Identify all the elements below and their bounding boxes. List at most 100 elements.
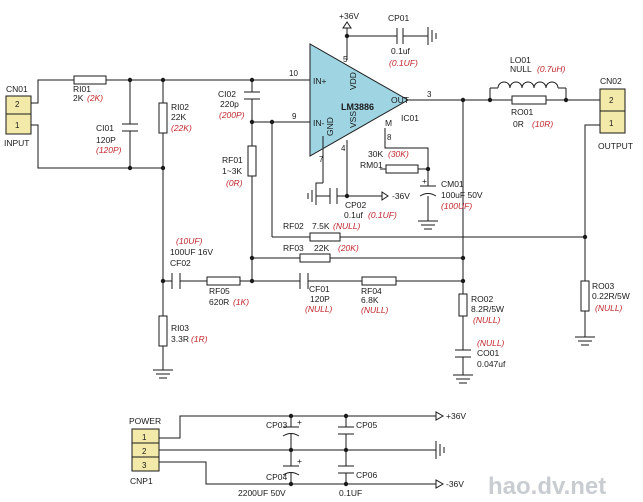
ic-out-label: OUT (391, 95, 409, 105)
cn01-ref: CN01 (6, 84, 28, 94)
rf03-value: 22K (314, 243, 329, 253)
watermark: hao.dv.net (488, 473, 606, 500)
co01-ref: CO01 (477, 348, 499, 358)
rf01-value: 1~3K (222, 166, 242, 176)
ri03-value: 3.3R (171, 334, 189, 344)
ro01-ref: RO01 (511, 107, 533, 117)
cp03-ref: CP03 (266, 420, 288, 430)
ic-pin-in-minus: 9 (292, 112, 297, 121)
cnp1-label: POWER (129, 416, 161, 426)
ri01-value: 2K (73, 93, 84, 103)
capacitor-cp02: CP02 0.1uf (0.1UF) (329, 188, 397, 220)
cm01-alt-value: (100UF) (441, 201, 472, 211)
capacitor-cp03: + CP03 (266, 417, 302, 437)
cn01-pin-1: 1 (15, 121, 20, 130)
rail-negative-power-label: -36V (446, 479, 464, 489)
rf05-value: 620R (209, 297, 229, 307)
ri01-ref: RI01 (73, 84, 91, 94)
ground-co01 (453, 374, 473, 384)
bulk-caps-value: 2200UF 50V (238, 488, 286, 498)
cp04-ref: CP04 (266, 472, 288, 482)
resistor-rf01: RF01 1~3K (0R) (222, 145, 257, 188)
cn01-pin-2: 2 (15, 100, 20, 109)
ro01-value: 0R (513, 119, 524, 129)
resistor-rf02: RF02 7.5K (NULL) (283, 221, 361, 242)
junction-dots (127, 33, 588, 487)
resistor-ri02: RI02 22K (22K) (158, 102, 192, 134)
rf03-ref: RF03 (283, 243, 304, 253)
capacitor-cm01: + CM01 100uF 50V (100UF) (419, 176, 483, 211)
ro02-ref: RO02 (471, 294, 493, 304)
cnp1-ref: CNP1 (130, 476, 153, 486)
rf01-ref: RF01 (222, 155, 243, 165)
connector-cnp1: POWER 1 2 3 CNP1 (129, 416, 161, 486)
cnp1-pin-1: 1 (142, 433, 147, 442)
ci01-alt-value: (120P) (96, 145, 122, 155)
resistor-ro01: RO01 0R (10R) (500, 95, 558, 129)
rf04-alt-value: (NULL) (361, 305, 389, 315)
resistor-ri01: RI01 2K (2K) (73, 75, 107, 103)
rf02-value: 7.5K (312, 221, 330, 231)
cp02-alt-value: (0.1UF) (368, 210, 397, 220)
rf03-alt-value: (20K) (338, 243, 359, 253)
resistor-rf03: RF03 22K (20K) (283, 243, 359, 263)
ci02-ref: CI02 (218, 89, 236, 99)
resistor-rf04: RF04 6.8K (NULL) (361, 276, 397, 315)
cp06-ref: CP06 (356, 470, 378, 480)
ic-ref: IC01 (401, 113, 419, 123)
lo01-alt-value: (0.7uH) (537, 64, 566, 74)
rf02-alt-value: (NULL) (333, 221, 361, 231)
ro03-alt-value: (NULL) (595, 303, 623, 313)
ci02-alt-value: (200P) (219, 110, 245, 120)
lo01-ref: LO01 (510, 55, 531, 65)
capacitor-cp06: CP06 (338, 465, 378, 480)
rail-positive-ic: +36V (339, 11, 359, 29)
cp04-polarity: + (297, 456, 302, 466)
cm01-value: 100uF 50V (441, 190, 483, 200)
ri03-alt-value: (1R) (191, 334, 208, 344)
cf01-ref: CF01 (309, 284, 330, 294)
cn01-label: INPUT (4, 138, 30, 148)
rail-negative-ic-label: -36V (392, 191, 410, 201)
ic-pin-out: 3 (427, 90, 432, 99)
cp01-value: 0.1uf (391, 46, 411, 56)
cnp1-pin-3: 3 (142, 461, 147, 470)
inductor-lo01: LO01 NULL (0.7uH) (490, 55, 566, 89)
capacitor-cf01: CF01 120P (NULL) (299, 273, 333, 314)
ic-vdd-label: VDD (348, 72, 358, 90)
ri02-ref: RI02 (171, 102, 189, 112)
cm01-ref: CM01 (441, 179, 464, 189)
ro02-alt-value: (NULL) (473, 315, 501, 325)
cn02-pin-2: 2 (609, 96, 614, 105)
resistor-ri03: RI03 3.3R (1R) (158, 315, 208, 347)
ic-in-plus-label: IN+ (313, 76, 327, 86)
cp01-ref: CP01 (388, 13, 410, 23)
ro01-alt-value: (10R) (532, 119, 553, 129)
ic-pin-in-plus: 10 (289, 69, 298, 78)
cf01-alt-value: (NULL) (305, 304, 333, 314)
rf02-ref: RF02 (283, 221, 304, 231)
connector-cn01: CN01 2 1 INPUT (4, 84, 32, 148)
ic-gnd-label: GND (325, 117, 335, 136)
rm01-alt-value: (30K) (388, 149, 409, 159)
resistor-ro02: RO02 8.2R/5W (NULL) (458, 293, 504, 325)
ic-vss-label: VSS (348, 111, 358, 128)
ri01-alt-value: (2K) (87, 93, 103, 103)
ic-chip-name: LM3886 (341, 102, 374, 112)
cp03-polarity: + (297, 417, 302, 427)
ground-ri03 (153, 369, 173, 379)
rail-positive-power: +36V (435, 411, 466, 421)
cp01-alt-value: (0.1UF) (389, 58, 418, 68)
capacitor-ci02: CI02 220p (200P) (218, 89, 260, 120)
cnp1-pin-2: 2 (142, 447, 147, 456)
resistor-rm01: 30K (30K) RM01 (360, 149, 419, 174)
rf04-ref: RF04 (361, 286, 382, 296)
rail-positive-power-label: +36V (446, 411, 466, 421)
rail-negative-ic: -36V (381, 191, 410, 201)
rf05-alt-value: (1K) (233, 297, 249, 307)
resistor-rf05: RF05 620R (1K) (206, 276, 249, 307)
resistor-ro03: RO03 0.22R/5W (NULL) (580, 280, 630, 313)
ground-power (435, 441, 445, 459)
capacitor-cf02: (10UF) 100UF 16V CF02 (170, 236, 213, 289)
